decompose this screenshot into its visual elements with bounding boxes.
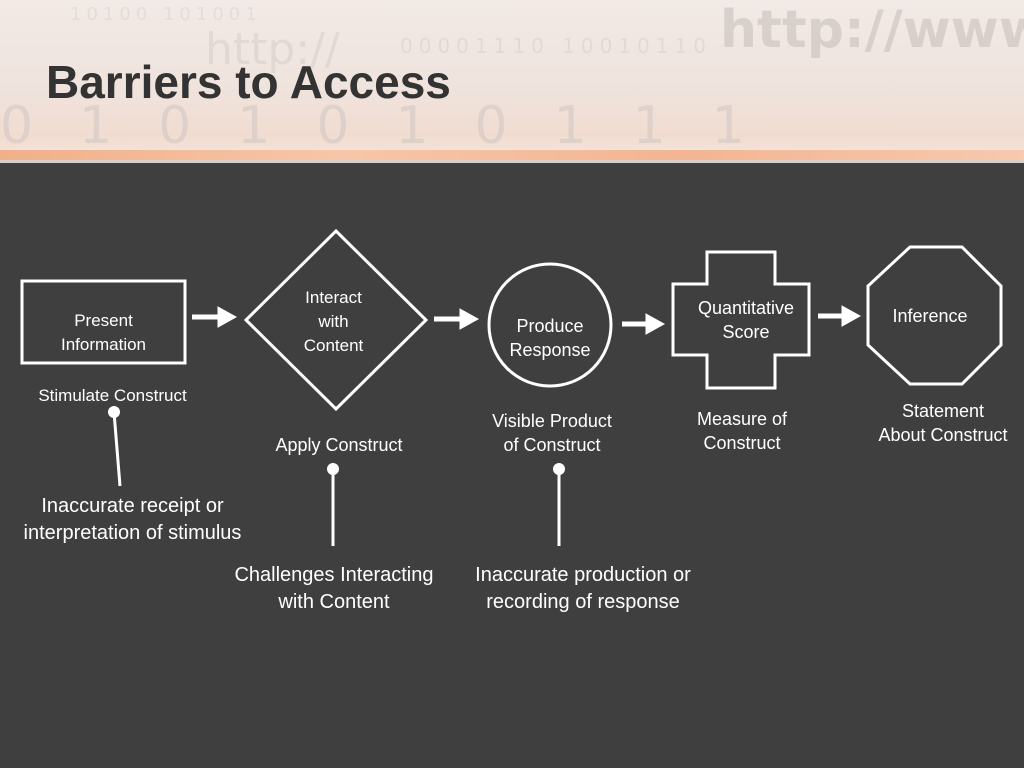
- arrow-1: [192, 306, 238, 328]
- produce-response-circle: [487, 262, 613, 388]
- flow-diagram: [20, 228, 1003, 546]
- arrow-4: [818, 305, 862, 327]
- present-information-box: [20, 279, 187, 365]
- header-ghost-text: http://www: [720, 0, 1024, 60]
- arrow-2: [434, 308, 480, 330]
- arrow-3: [622, 313, 666, 335]
- desc-apply-construct: Apply Construct: [275, 435, 403, 455]
- quantitative-score-cross: [671, 250, 811, 390]
- header-ghost-text: 10100 101001: [70, 4, 262, 25]
- connector-barrier-3: [553, 463, 565, 546]
- node-label-inference: Inference: [892, 306, 968, 326]
- header-banner: http://www http:// 0101010111 00001110 1…: [0, 0, 1024, 160]
- header-accent-strip: [0, 150, 1024, 160]
- slide-title: Barriers to Access: [46, 56, 451, 108]
- connector-barrier-1: [108, 406, 122, 487]
- header-divider: [0, 160, 1024, 163]
- desc-stimulate-construct: Stimulate Construct: [38, 386, 187, 405]
- inference-octagon: [866, 245, 1003, 386]
- connector-barrier-2: [327, 463, 339, 546]
- interact-with-content-diamond: [243, 228, 429, 412]
